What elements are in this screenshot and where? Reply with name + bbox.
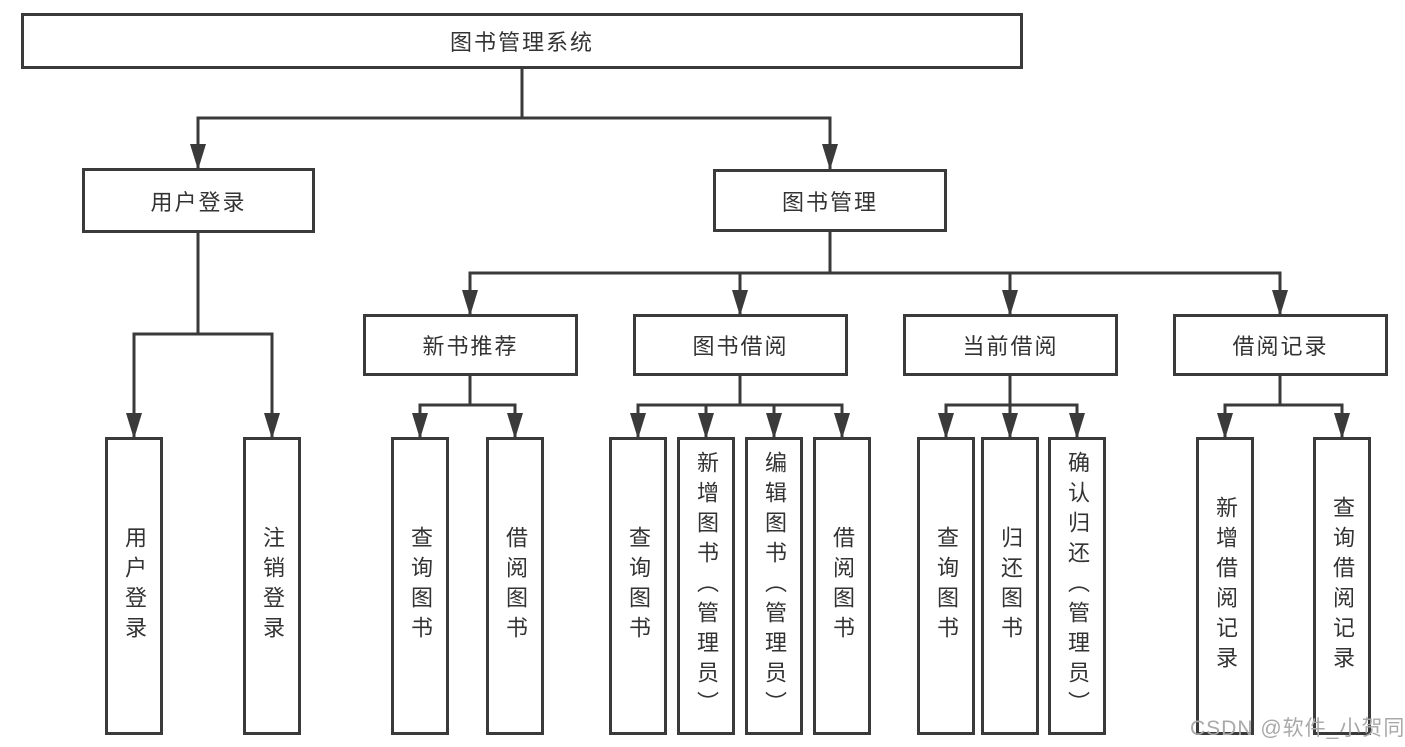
leaf-query-books-current-label: 查询图书 xyxy=(934,526,959,646)
leaf-borrow-books-label: 借阅图书 xyxy=(830,526,855,646)
node-book-borrowing-label: 图书借阅 xyxy=(692,334,789,359)
leaf-logout-label: 注销登录 xyxy=(260,526,285,646)
node-book-management-label: 图书管理 xyxy=(781,189,878,215)
node-borrow-records-label: 借阅记录 xyxy=(1232,334,1329,359)
leaf-add-book-admin-label: 新增图书（管理员） xyxy=(694,451,719,721)
leaf-edit-book-admin: 编辑图书（管理员） xyxy=(745,437,803,735)
node-new-book-recommend-label: 新书推荐 xyxy=(422,334,519,359)
leaf-confirm-return-admin: 确认归还（管理员） xyxy=(1048,437,1106,735)
leaf-query-borrow-record-label: 查询借阅记录 xyxy=(1330,496,1355,676)
node-book-management: 图书管理 xyxy=(713,169,947,232)
connector-lines xyxy=(132,67,1344,441)
leaf-return-book: 归还图书 xyxy=(981,437,1039,735)
leaf-add-borrow-record: 新增借阅记录 xyxy=(1196,437,1254,735)
leaf-borrow-books-recommend-label: 借阅图书 xyxy=(503,526,528,646)
csdn-watermark: CSDN @软件_小贺同学 xyxy=(1190,717,1405,740)
leaf-borrow-books: 借阅图书 xyxy=(813,437,871,735)
node-root-system: 图书管理系统 xyxy=(21,13,1023,69)
leaf-logout: 注销登录 xyxy=(243,437,301,735)
node-user-login: 用户登录 xyxy=(82,168,315,233)
node-root-system-label: 图书管理系统 xyxy=(449,30,594,55)
leaf-query-books-borrowing: 查询图书 xyxy=(609,437,667,735)
node-new-book-recommend: 新书推荐 xyxy=(363,314,578,376)
leaf-confirm-return-admin-label: 确认归还（管理员） xyxy=(1065,451,1090,721)
leaf-query-books-recommend-label: 查询图书 xyxy=(408,526,433,646)
leaf-borrow-books-recommend: 借阅图书 xyxy=(486,437,544,735)
leaf-query-books-recommend: 查询图书 xyxy=(391,437,449,735)
leaf-add-book-admin: 新增图书（管理员） xyxy=(677,437,735,735)
leaf-query-borrow-record: 查询借阅记录 xyxy=(1313,437,1371,735)
node-user-login-label: 用户登录 xyxy=(150,189,247,215)
arrowhead-icons xyxy=(126,144,1350,439)
leaf-add-borrow-record-label: 新增借阅记录 xyxy=(1213,496,1238,676)
leaf-return-book-label: 归还图书 xyxy=(998,526,1023,646)
leaf-user-login-label: 用户登录 xyxy=(122,526,147,646)
node-current-borrowing: 当前借阅 xyxy=(903,314,1118,376)
node-borrow-records: 借阅记录 xyxy=(1173,314,1388,376)
node-book-borrowing: 图书借阅 xyxy=(633,314,848,376)
leaf-query-books-borrowing-label: 查询图书 xyxy=(626,526,651,646)
leaf-user-login: 用户登录 xyxy=(105,437,163,735)
leaf-query-books-current: 查询图书 xyxy=(917,437,975,735)
leaf-edit-book-admin-label: 编辑图书（管理员） xyxy=(762,451,787,721)
node-current-borrowing-label: 当前借阅 xyxy=(962,334,1059,359)
